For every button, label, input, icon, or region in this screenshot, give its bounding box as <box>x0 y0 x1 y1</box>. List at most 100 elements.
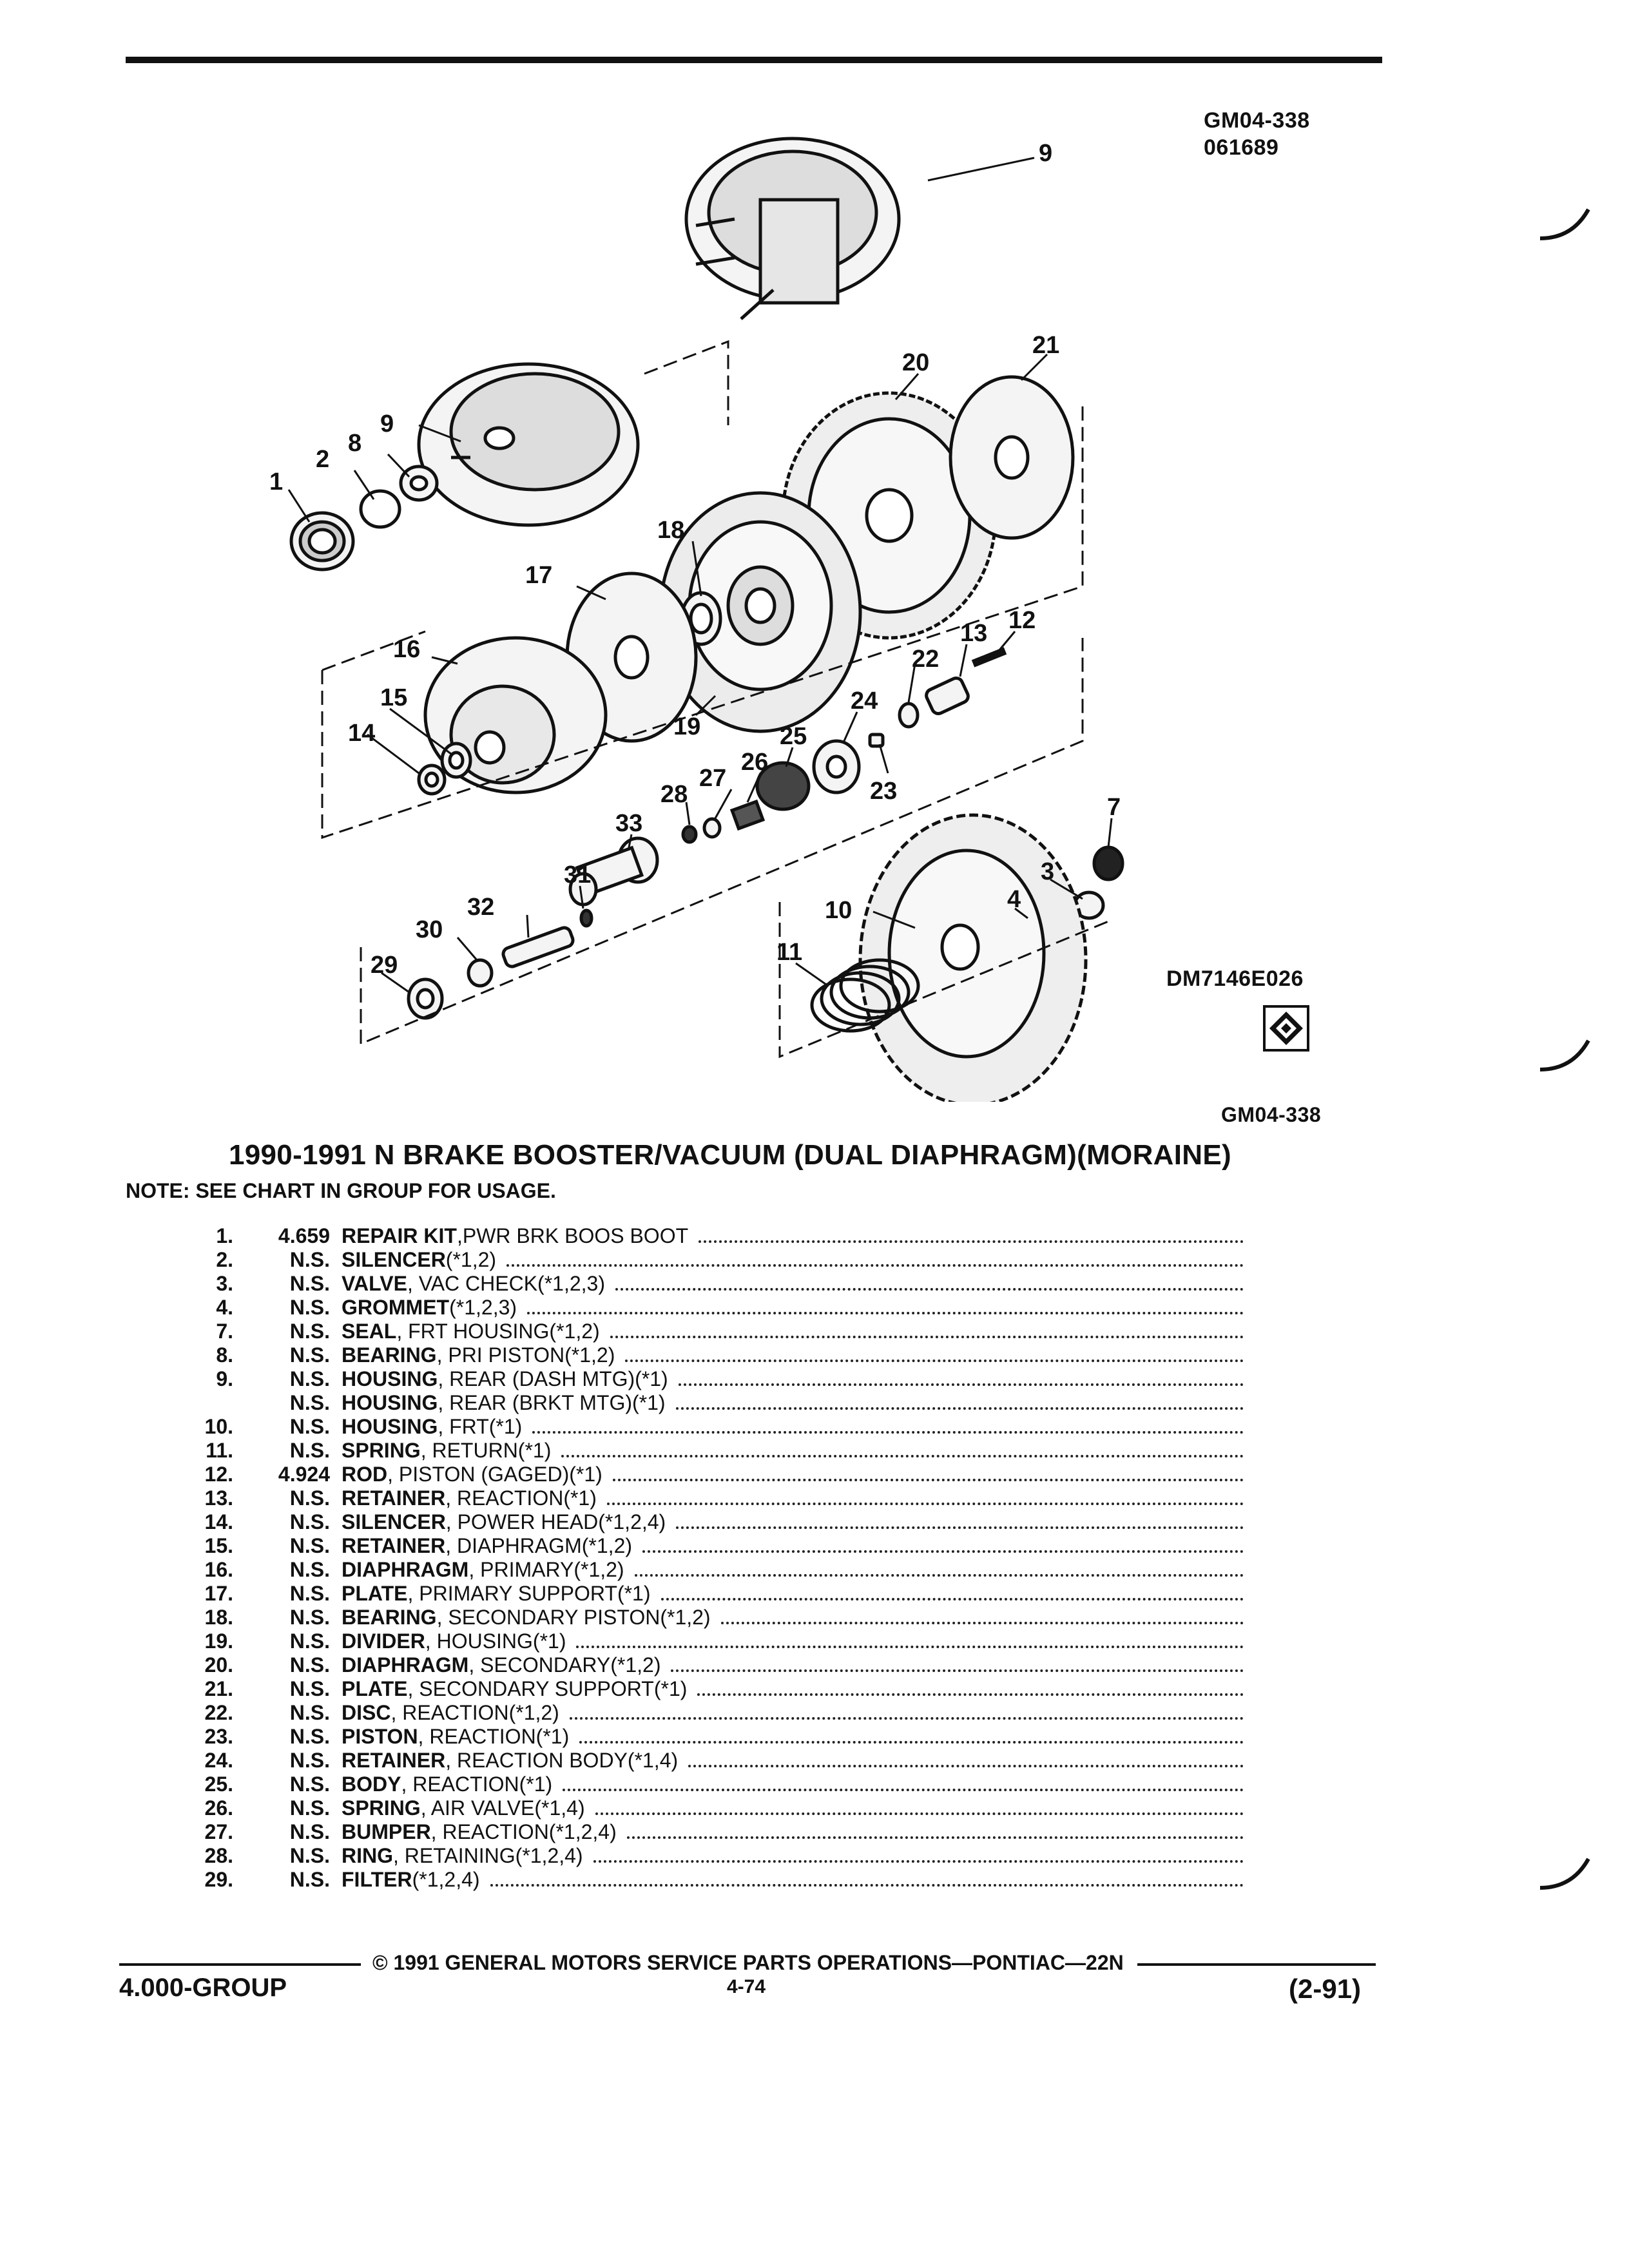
part-description: , SECONDARY PISTON(*1,2) <box>436 1606 711 1629</box>
part-number-index: 9. <box>216 1367 233 1390</box>
parts-row: 28.N.S.RING , RETAINING(*1,2,4) <box>180 1844 1244 1868</box>
leader-dots <box>720 1622 1244 1624</box>
callout-8: 8 <box>348 430 361 457</box>
parts-row: 3.N.S.VALVE , VAC CHECK(*1,2,3) <box>180 1272 1244 1296</box>
callout-13: 13 <box>960 620 987 647</box>
part-name: HOUSING <box>342 1367 438 1390</box>
part-name: PLATE <box>342 1582 408 1605</box>
parts-row: 4.N.S.GROMMET (*1,2,3) <box>180 1296 1244 1320</box>
parts-row: 18.N.S.BEARING , SECONDARY PISTON(*1,2) <box>180 1606 1244 1629</box>
part-catalog-number: N.S. <box>289 1510 330 1533</box>
part-catalog-number: N.S. <box>289 1343 330 1367</box>
part-name: SILENCER <box>342 1510 446 1533</box>
leader-dots <box>563 1789 1244 1791</box>
part-name: DISC <box>342 1701 391 1724</box>
part-name: DIAPHRAGM <box>342 1558 469 1581</box>
callout-9a: 9 <box>1039 140 1052 167</box>
exploded-diagram: 9 9 8 2 1 20 21 18 17 16 19 15 14 13 12 … <box>269 137 1124 1102</box>
callout-19: 19 <box>673 713 700 740</box>
part-catalog-number: N.S. <box>289 1844 330 1867</box>
part-catalog-number: 4.924 <box>278 1463 330 1486</box>
group-label: 4.000-GROUP <box>119 1974 287 2002</box>
callout-33: 33 <box>615 810 642 837</box>
part-description: , PRI PISTON(*1,2) <box>436 1343 615 1367</box>
part-number-index: 23. <box>204 1725 233 1748</box>
part-catalog-number: N.S. <box>289 1582 330 1605</box>
diamond-logo-icon <box>1263 1005 1309 1052</box>
parts-row: 20.N.S.DIAPHRAGM , SECONDARY(*1,2) <box>180 1653 1244 1677</box>
leader-dots <box>610 1336 1244 1338</box>
callout-16: 16 <box>393 636 420 663</box>
parts-row: 24.N.S.RETAINER , REACTION BODY(*1,4) <box>180 1749 1244 1773</box>
callout-29: 29 <box>371 952 398 979</box>
part-description: , FRT HOUSING(*1,2) <box>396 1320 600 1343</box>
part-catalog-number: N.S. <box>289 1558 330 1581</box>
part-description: , SECONDARY(*1,2) <box>468 1653 661 1677</box>
parts-row: 26.N.S.SPRING , AIR VALVE(*1,4) <box>180 1796 1244 1820</box>
parts-row: 29.N.S.FILTER (*1,2,4) <box>180 1868 1244 1892</box>
part-description: , POWER HEAD(*1,2,4) <box>445 1510 666 1533</box>
part-number-index: 12. <box>204 1463 233 1486</box>
plate-21 <box>949 375 1075 540</box>
parts-row: 23.N.S.PISTON , REACTION(*1) <box>180 1725 1244 1749</box>
parts-row: 15.N.S.RETAINER , DIAPHRAGM(*1,2) <box>180 1534 1244 1558</box>
part-number-index: 19. <box>204 1629 233 1653</box>
callout-18: 18 <box>657 517 684 544</box>
callout-26: 26 <box>741 749 768 776</box>
part-name: BEARING <box>342 1343 437 1367</box>
callout-30: 30 <box>416 916 443 943</box>
part-name: ROD <box>342 1463 388 1486</box>
parts-row: 19.N.S.DIVIDER , HOUSING(*1) <box>180 1629 1244 1653</box>
front-housing-10 <box>858 813 1088 1102</box>
part-name: RETAINER <box>342 1486 446 1510</box>
footer-rule-left <box>119 1963 361 1966</box>
part-number-index: 28. <box>204 1844 233 1867</box>
leader-dots <box>688 1765 1244 1767</box>
part-name: VALVE <box>342 1272 407 1295</box>
part-name: SILENCER <box>342 1248 446 1271</box>
part-description: , REACTION(*1) <box>401 1773 553 1796</box>
leader-dots <box>615 1288 1244 1291</box>
part-catalog-number: N.S. <box>289 1391 330 1414</box>
header-code: GM04-338 <box>1204 108 1310 133</box>
part-name: DIVIDER <box>342 1629 425 1653</box>
part-name: BEARING <box>342 1606 437 1629</box>
leader-dots <box>490 1884 1244 1887</box>
part-catalog-number: N.S. <box>289 1439 330 1462</box>
leader-dots <box>625 1360 1244 1362</box>
callout-14: 14 <box>348 720 375 747</box>
part-description: (*1,2) <box>445 1248 497 1271</box>
rear-housing-brkt-mtg <box>417 362 640 527</box>
parts-row: 10.N.S.HOUSING , FRT(*1) <box>180 1415 1244 1439</box>
parts-row: 7.N.S.SEAL , FRT HOUSING(*1,2) <box>180 1320 1244 1343</box>
page-title: 1990-1991 N BRAKE BOOSTER/VACUUM (DUAL D… <box>229 1139 1231 1171</box>
part-description: , SECONDARY SUPPORT(*1) <box>407 1677 688 1700</box>
parts-row: 11.N.S.SPRING , RETURN(*1) <box>180 1439 1244 1463</box>
callout-22: 22 <box>912 646 939 673</box>
leader-dots <box>506 1264 1244 1267</box>
part-number-index: 27. <box>204 1820 233 1843</box>
part-number-index: 15. <box>204 1534 233 1557</box>
leader-dots <box>576 1646 1244 1648</box>
part-number-index: 16. <box>204 1558 233 1581</box>
callout-20: 20 <box>902 349 929 376</box>
part-name: HOUSING <box>342 1391 438 1414</box>
callout-4: 4 <box>1007 886 1021 913</box>
diagram-ref-code: DM7146E026 <box>1166 966 1304 991</box>
part-catalog-number: N.S. <box>289 1749 330 1772</box>
rear-housing-dash-mtg <box>684 137 901 320</box>
part-description: , PISTON (GAGED)(*1) <box>387 1463 602 1486</box>
part-catalog-number: N.S. <box>289 1534 330 1557</box>
leader-dots <box>612 1479 1244 1481</box>
part-description: , REACTION(*1) <box>445 1486 597 1510</box>
part-description: ,PWR BRK BOOS BOOT <box>456 1224 689 1247</box>
callout-7: 7 <box>1107 794 1121 821</box>
parts-row: 25.N.S.BODY , REACTION(*1) <box>180 1773 1244 1796</box>
leader-dots <box>626 1836 1244 1839</box>
leader-dots <box>569 1717 1244 1720</box>
part-number-index: 3. <box>216 1272 233 1295</box>
part-description: , DIAPHRAGM(*1,2) <box>445 1534 633 1557</box>
part-catalog-number: N.S. <box>289 1677 330 1700</box>
parts-row: 27.N.S.BUMPER , REACTION(*1,2,4) <box>180 1820 1244 1844</box>
